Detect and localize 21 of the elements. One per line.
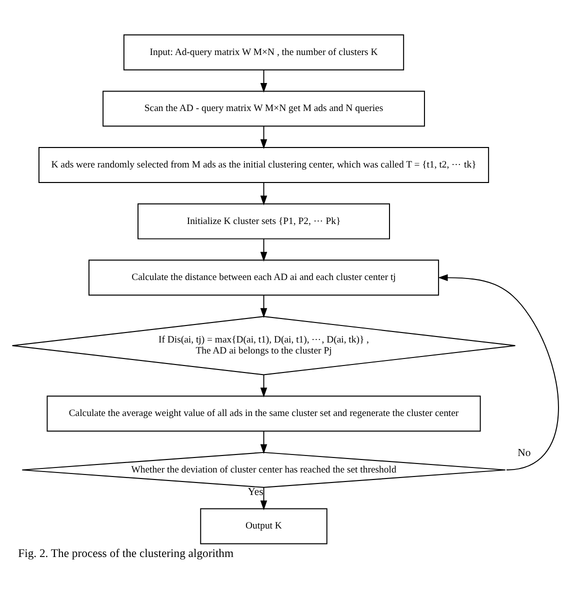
node-box: Output K <box>200 508 328 544</box>
caption: Fig. 2. The process of the clustering algorithm <box>18 546 234 560</box>
node-box: Input: Ad-query matrix W M×N , the number of clusters K <box>123 34 404 70</box>
arrow <box>260 374 268 398</box>
node-box: K ads were randomly selected from M ads as the initial clustering center, which was called T = {t1, t2, ⋯ tk} <box>38 147 490 183</box>
node-diamond: Whether the deviation of cluster center has reached the set threshold <box>22 452 506 488</box>
arrow <box>438 274 559 470</box>
edge-label: No <box>518 446 531 459</box>
arrow <box>260 126 268 149</box>
arrow <box>260 69 268 93</box>
node-box: Initialize K cluster sets {P1, P2, ⋯ Pk} <box>138 203 390 240</box>
arrow <box>260 487 268 510</box>
arrow <box>260 430 268 454</box>
node-diamond: If Dis(ai, tj) = max{D(ai, t1), D(ai, t1), ⋯, D(ai, tk)} , The AD ai belongs to the cluster Pj <box>12 316 516 376</box>
arrow <box>260 182 268 206</box>
node-box: Calculate the average weight value of all ads in the same cluster set and regenerate the cluster center <box>46 396 481 432</box>
arrow <box>260 238 268 262</box>
node-box: Scan the AD - query matrix W M×N get M ads and N queries <box>102 90 425 127</box>
node-box: Calculate the distance between each AD ai and each cluster center tj <box>88 260 440 296</box>
edge-label: Yes <box>248 486 264 498</box>
arrow <box>260 294 268 318</box>
